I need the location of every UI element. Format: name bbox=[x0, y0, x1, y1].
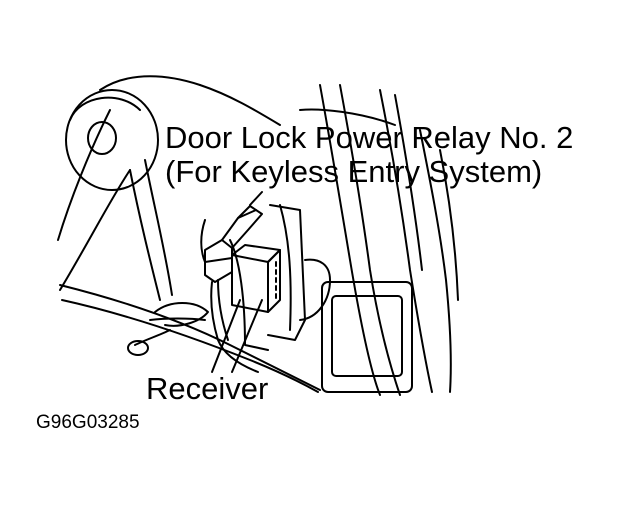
relay-label-line2: (For Keyless Entry System) bbox=[165, 154, 543, 189]
speaker-grille bbox=[65, 89, 159, 191]
door-lock-power-relay bbox=[231, 244, 281, 313]
receiver-label: Receiver bbox=[146, 371, 269, 406]
lower-bezel bbox=[321, 281, 413, 393]
leader-lines bbox=[211, 191, 263, 373]
figure-code: G96G03285 bbox=[36, 412, 140, 433]
pillar-frame bbox=[299, 84, 459, 396]
wire-harness-clip bbox=[127, 302, 209, 356]
relay-label-line1: Door Lock Power Relay No. 2 bbox=[165, 120, 574, 155]
